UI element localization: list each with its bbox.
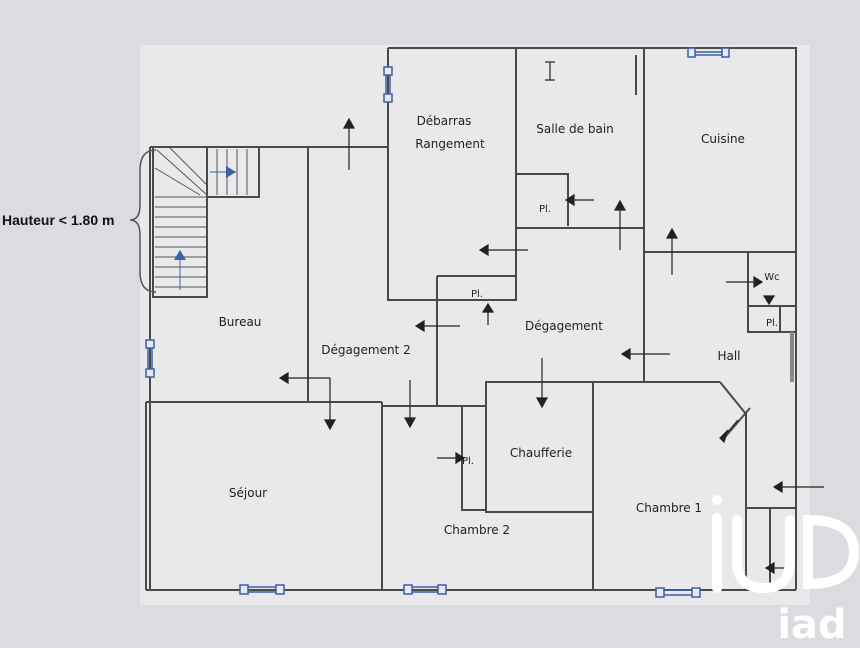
- label-pl-chambre-2: Pl.: [462, 456, 474, 467]
- iad-logo: iad: [712, 495, 860, 648]
- wc-arrow-icon: [762, 295, 776, 306]
- label-chaufferie: Chaufferie: [510, 446, 572, 460]
- label-cuisine: Cuisine: [701, 132, 745, 146]
- arrows: [278, 117, 824, 575]
- stair-up-arrow-icon: [174, 250, 186, 260]
- stair-right-arrow-icon: [226, 166, 236, 178]
- label-bureau: Bureau: [219, 315, 262, 329]
- label-debarras-line2: Rangement: [415, 137, 485, 151]
- label-degagement: Dégagement: [525, 319, 603, 333]
- label-degagement-2: Dégagement 2: [321, 343, 410, 357]
- label-pl-salle-de-bain: Pl.: [539, 204, 551, 215]
- iad-logo-text: iad: [777, 602, 846, 648]
- label-salle-de-bain: Salle de bain: [536, 122, 614, 136]
- height-brace: [129, 149, 157, 293]
- label-chambre-1: Chambre 1: [636, 501, 702, 515]
- label-chambre-2: Chambre 2: [444, 523, 510, 537]
- walls: [145, 47, 797, 591]
- label-hall: Hall: [717, 349, 740, 363]
- height-note: Hauteur < 1.80 m: [2, 212, 114, 228]
- label-sejour: Séjour: [229, 486, 267, 500]
- iad-logo-mark: [712, 495, 860, 594]
- label-wc: Wc: [764, 272, 779, 283]
- label-pl-degagement: Pl.: [471, 289, 483, 300]
- plan-paper: [140, 45, 810, 605]
- windows: [145, 47, 730, 598]
- label-debarras-line1: Débarras: [417, 114, 472, 128]
- label-pl-wc: Pl.: [766, 318, 778, 329]
- text-cursor-icon: [545, 61, 555, 81]
